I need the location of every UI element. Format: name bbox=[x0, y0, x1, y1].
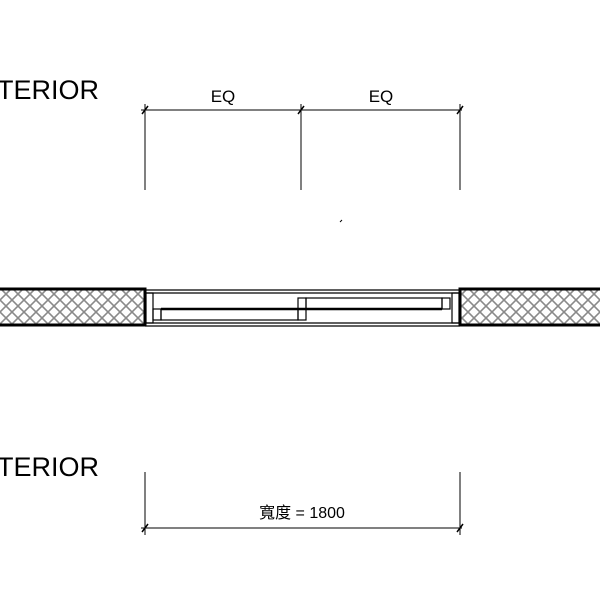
width-dimension-label: 寬度 = 1800 bbox=[259, 504, 345, 522]
frame-jamb-right bbox=[451, 292, 460, 324]
exterior-label: TERIOR bbox=[0, 75, 99, 105]
window bbox=[145, 289, 460, 327]
eq-label-left: EQ bbox=[211, 87, 236, 106]
frame-jamb-left bbox=[145, 292, 154, 324]
tick-mark bbox=[456, 105, 464, 115]
interior-label: TERIOR bbox=[0, 452, 99, 482]
tick-mark bbox=[456, 523, 464, 533]
sash-stop-right bbox=[441, 297, 451, 310]
sash-right bbox=[305, 297, 443, 310]
stray-mark bbox=[339, 219, 343, 223]
tick-mark bbox=[141, 105, 149, 115]
sash-left bbox=[160, 308, 299, 321]
sash-stop-left bbox=[152, 308, 162, 321]
tick-mark bbox=[141, 523, 149, 533]
eq-label-right: EQ bbox=[369, 87, 394, 106]
wall-left bbox=[0, 287, 147, 327]
wall-right bbox=[458, 287, 600, 327]
bottom-dimension bbox=[141, 472, 464, 535]
top-dimension bbox=[141, 104, 464, 190]
tick-mark bbox=[297, 105, 305, 115]
